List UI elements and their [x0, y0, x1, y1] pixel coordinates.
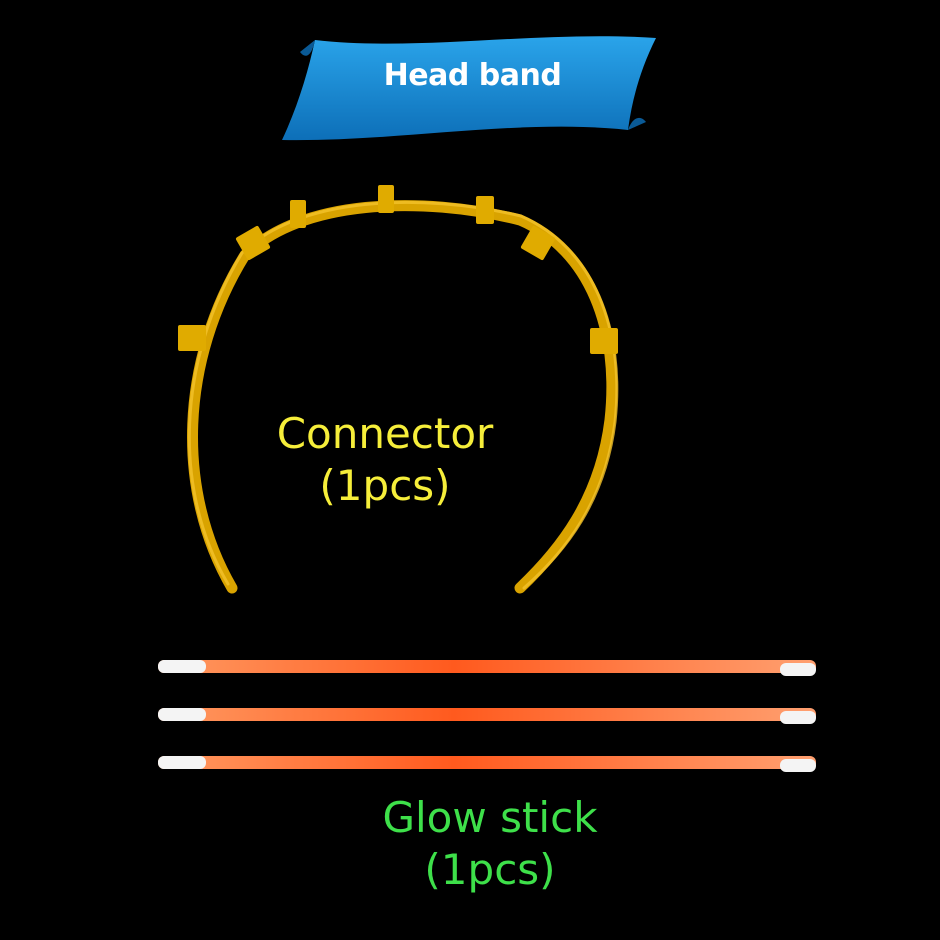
- title-banner: Head band: [0, 0, 940, 160]
- headband-arc: [187, 200, 618, 594]
- glow-stick-3: [158, 756, 816, 772]
- banner-label: Head band: [383, 58, 562, 93]
- connector-qty: (1pcs): [319, 461, 451, 510]
- connector-name: Connector: [276, 409, 494, 458]
- glow-stick-1: [158, 660, 816, 676]
- ribbon-shape: [282, 36, 656, 141]
- glow-stick-qty: (1pcs): [424, 845, 556, 894]
- headband-connector: [178, 185, 619, 594]
- glow-stick-caption: Glow stick (1pcs): [360, 792, 620, 896]
- connector-caption: Connector (1pcs): [255, 408, 515, 512]
- connector-tabs: [178, 185, 618, 354]
- glow-stick-2: [158, 708, 816, 724]
- glow-sticks: [158, 660, 816, 772]
- glow-stick-name: Glow stick: [382, 793, 598, 842]
